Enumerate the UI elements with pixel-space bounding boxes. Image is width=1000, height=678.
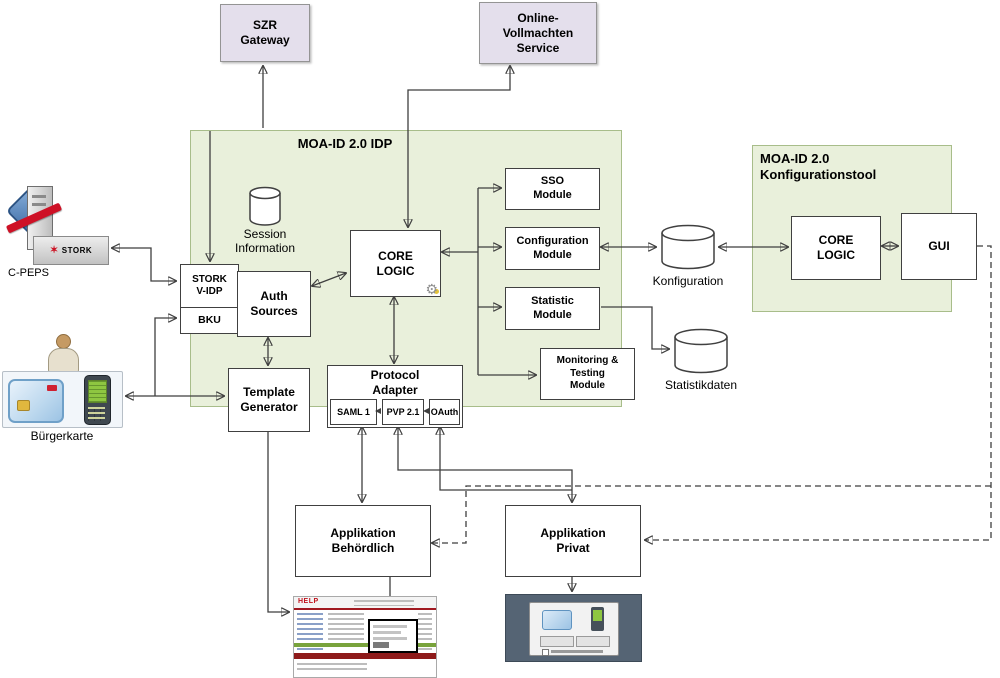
monitoring-testing-module-box: Monitoring & Testing Module <box>540 348 635 400</box>
panel-title-konfigurationstool: MOA-ID 2.0 Konfigurationstool <box>760 151 877 183</box>
phone-screen <box>88 380 107 403</box>
citizen-body-icon <box>48 348 79 373</box>
connector-pvp-privat <box>398 427 572 502</box>
gear-icon: ⚙ <box>425 280 438 297</box>
footer-text-lines <box>297 663 367 673</box>
content-text-lines <box>328 613 364 641</box>
dialog-checkbox-label-line <box>551 650 603 653</box>
mini-phone-icon <box>591 607 604 631</box>
login-callout-box <box>368 619 418 653</box>
dialog-button-left <box>540 636 574 647</box>
connector-gui-privat-dashed <box>645 245 992 540</box>
online-vollmachten-service-box: Online- Vollmachten Service <box>479 2 597 64</box>
szr-gateway-box: SZR Gateway <box>220 4 310 62</box>
auth-sources-box: Auth Sources <box>237 271 311 337</box>
core-logic-box: CORE LOGIC ⚙ <box>350 230 441 297</box>
stork-badge: ✶ STORK <box>33 236 109 265</box>
gui-box: GUI <box>901 213 977 280</box>
form-line <box>373 631 401 634</box>
konfiguration-database-icon <box>661 224 715 270</box>
statistikdaten-database-icon <box>674 328 728 374</box>
c-peps-icon: ✶ STORK <box>5 184 109 266</box>
dialog-checkbox <box>542 649 549 656</box>
statistic-module-box: Statistic Module <box>505 287 600 330</box>
connector-statistic-statistikdb <box>601 306 669 349</box>
applikation-behoerdlich-box: Applikation Behördlich <box>295 505 431 577</box>
mobile-phone-icon <box>84 375 111 425</box>
connector-core-vollmachten <box>408 66 510 227</box>
left-arrowhead-icon <box>423 408 429 414</box>
template-generator-box: Template Generator <box>228 368 310 432</box>
citizen-card-icon <box>8 379 64 423</box>
stork-star-icon: ✶ <box>49 245 59 256</box>
link-list-lines <box>297 613 323 655</box>
session-information-label: Session Information <box>234 227 296 256</box>
stork-vidp-cell: STORK V-IDP <box>192 273 227 298</box>
left-arrowhead-icon <box>375 408 381 414</box>
protocol-adapter-label: Protocol Adapter <box>370 368 420 397</box>
card-flag-icon <box>47 385 57 391</box>
konfiguration-label: Konfiguration <box>652 274 724 288</box>
connector-auth-core <box>312 273 346 286</box>
buergerkarte-label: Bürgerkarte <box>30 429 94 443</box>
configuration-module-box: Configuration Module <box>505 227 600 270</box>
protocol-saml1: SAML 1 <box>330 399 377 425</box>
stork-vidp-bku-box: STORK V-IDP BKU <box>180 264 239 334</box>
sso-module-box: SSO Module <box>505 168 600 210</box>
connector-oauth-privat <box>440 427 572 491</box>
connector-template-helpsite <box>267 431 289 612</box>
connector-gui-behoerdlich-dashed <box>432 485 991 543</box>
help-header: HELP <box>294 597 436 610</box>
applikation-privat-box: Applikation Privat <box>505 505 641 577</box>
form-line <box>373 637 407 640</box>
bku-cell: BKU <box>181 307 238 333</box>
form-line <box>373 625 407 628</box>
connector-buergerkarte-bku <box>154 318 176 396</box>
c-peps-label: C-PEPS <box>8 267 49 279</box>
mini-card-icon <box>542 610 572 630</box>
connector-cpeps-storkvidp <box>112 248 176 281</box>
form-button <box>373 642 389 648</box>
mini-phone-screen <box>593 610 602 621</box>
header-text-lines <box>354 600 414 606</box>
tool-core-logic-box: CORE LOGIC <box>791 216 881 280</box>
protocol-pvp21: PVP 2.1 <box>382 399 424 425</box>
gear-accent-dot <box>434 289 439 294</box>
phone-keypad <box>88 407 105 421</box>
screenshot-help-website: HELP <box>293 596 437 678</box>
protocol-oauth: OAuth <box>429 399 460 425</box>
green-bar <box>294 643 436 647</box>
footer-red-bar <box>294 653 436 659</box>
panel-title-idp: MOA-ID 2.0 IDP <box>297 136 393 151</box>
help-logo: HELP <box>298 598 319 605</box>
protocol-adapter-box: Protocol Adapter SAML 1 PVP 2.1 OAuth <box>327 365 463 428</box>
stork-badge-label: STORK <box>61 246 93 255</box>
statistikdaten-label: Statistikdaten <box>664 378 738 392</box>
citizen-head-icon <box>56 334 71 349</box>
bku-dialog-panel <box>529 602 619 656</box>
screenshot-mobile-bku <box>505 594 642 662</box>
dialog-button-right <box>576 636 610 647</box>
server-slot <box>32 195 46 198</box>
core-logic-label: CORE LOGIC <box>376 248 415 278</box>
session-database-icon <box>249 186 281 226</box>
sidebar-text-lines <box>418 613 432 653</box>
card-chip-icon <box>17 400 30 411</box>
server-slot <box>32 203 46 206</box>
